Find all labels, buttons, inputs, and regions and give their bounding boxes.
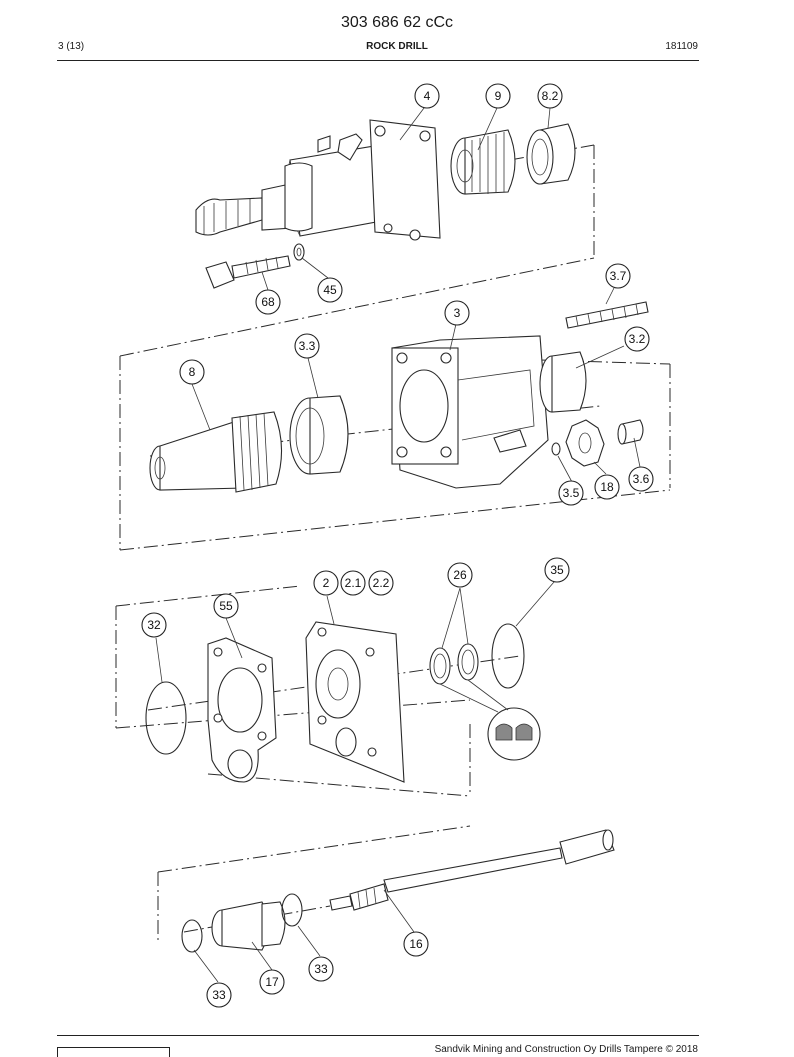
- part-bushing-8-2: [526, 123, 576, 185]
- callout-33-left: 33: [206, 982, 232, 1008]
- callout-4: 4: [414, 83, 440, 109]
- callout-35: 35: [544, 557, 570, 583]
- part-ring-3-2: [539, 351, 587, 413]
- part-rod-16: [329, 829, 615, 911]
- leader-lines-2: [191, 287, 641, 483]
- leader-lines-3: [155, 581, 555, 683]
- svg-text:68: 68: [261, 295, 275, 309]
- callout-45: 45: [317, 277, 343, 303]
- part-gasket-55: [207, 637, 277, 783]
- part-pin-3-5: [551, 442, 561, 456]
- part-motor: [195, 119, 441, 241]
- part-bolt-68: [205, 255, 291, 289]
- svg-text:32: 32: [147, 618, 161, 632]
- callout-3-7: 3.7: [605, 263, 631, 289]
- svg-text:2.2: 2.2: [373, 576, 390, 590]
- svg-text:2: 2: [323, 576, 330, 590]
- part-plate-2: [305, 621, 405, 783]
- callout-32: 32: [141, 612, 167, 638]
- callout-16: 16: [403, 931, 429, 957]
- callout-17: 17: [259, 969, 285, 995]
- callout-55: 55: [213, 593, 239, 619]
- svg-text:55: 55: [219, 599, 233, 613]
- section-title: ROCK DRILL: [366, 41, 428, 52]
- svg-text:18: 18: [600, 480, 614, 494]
- part-washer-45: [293, 243, 305, 261]
- callout-3-2: 3.2: [624, 326, 650, 352]
- svg-text:9: 9: [495, 89, 502, 103]
- callout-68: 68: [255, 289, 281, 315]
- callout-3-3: 3.3: [294, 333, 320, 359]
- part-sleeve-3-6: [617, 419, 644, 445]
- svg-text:4: 4: [424, 89, 431, 103]
- part-o-rings-26: [429, 643, 479, 685]
- part-gear-shaft-8: [149, 411, 283, 493]
- part-o-ring-35: [491, 623, 525, 689]
- footer-divider: [57, 1035, 699, 1036]
- leader-lines-1: [261, 107, 551, 291]
- svg-text:33: 33: [212, 988, 226, 1002]
- callout-2: 2: [313, 570, 339, 596]
- callout-3: 3: [444, 300, 470, 326]
- part-gear-18: [565, 419, 605, 467]
- svg-text:2.1: 2.1: [345, 576, 362, 590]
- part-o-ring-32: [145, 681, 187, 755]
- part-cylinder-3: [391, 335, 549, 489]
- document-number: 303 686 62 cCc: [340, 14, 454, 31]
- leader-lines-4: [193, 889, 415, 983]
- grease-symbol: [439, 679, 541, 761]
- svg-text:3.3: 3.3: [299, 339, 316, 353]
- part-coupling: [450, 129, 516, 195]
- svg-text:3.2: 3.2: [629, 332, 646, 346]
- date-code: 181109: [665, 41, 698, 52]
- svg-text:3: 3: [454, 306, 461, 320]
- svg-text:3.6: 3.6: [633, 472, 650, 486]
- header-divider: [57, 60, 699, 61]
- callout-8: 8: [179, 359, 205, 385]
- part-stud-3-7: [565, 301, 649, 329]
- callout-18: 18: [594, 474, 620, 500]
- svg-text:45: 45: [323, 283, 337, 297]
- callout-26: 26: [447, 562, 473, 588]
- svg-text:26: 26: [453, 568, 467, 582]
- svg-text:35: 35: [550, 563, 564, 577]
- svg-text:3.5: 3.5: [563, 486, 580, 500]
- svg-text:3.7: 3.7: [610, 269, 627, 283]
- part-o-rings-33: [181, 893, 303, 953]
- callout-8-2: 8.2: [537, 83, 563, 109]
- callout-3-6: 3.6: [628, 466, 654, 492]
- svg-text:8: 8: [189, 365, 196, 379]
- svg-text:17: 17: [265, 975, 279, 989]
- callout-3-5: 3.5: [558, 480, 584, 506]
- part-coupling-17: [211, 901, 286, 951]
- sandvik-logo: [57, 1047, 170, 1057]
- callout-9: 9: [485, 83, 511, 109]
- svg-text:8.2: 8.2: [542, 89, 559, 103]
- callout-2-1: 2.1: [340, 570, 366, 596]
- svg-text:33: 33: [314, 962, 328, 976]
- page-indicator: 3 (13): [58, 41, 85, 52]
- part-ring-3-3: [289, 395, 349, 475]
- callout-33-right: 33: [308, 956, 334, 982]
- callout-2-2: 2.2: [368, 570, 394, 596]
- footer-copyright: Sandvik Mining and Construction Oy Drill…: [434, 1044, 698, 1055]
- svg-text:16: 16: [409, 937, 423, 951]
